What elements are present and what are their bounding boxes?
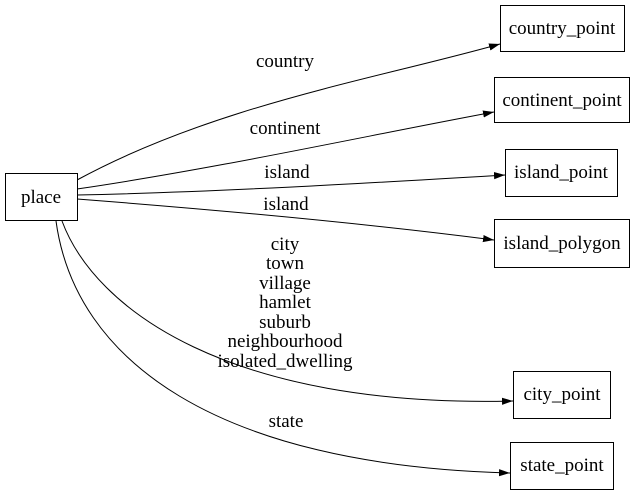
node-continent_point-box	[494, 77, 630, 123]
edge-place-continent_point: continent	[76, 110, 495, 190]
node-state_point-box	[510, 442, 614, 490]
node-state_point-label: state_point	[520, 455, 604, 476]
edge-place-country_point-line	[76, 43, 501, 181]
node-island_point-label: island_point	[514, 162, 609, 183]
edge-label-continent: continent	[250, 118, 321, 139]
edge-label-village: village	[259, 273, 311, 294]
edge-place-city_point: city town village hamlet suburb neighbou…	[61, 220, 514, 405]
node-country_point: country_point	[500, 5, 625, 52]
edge-place-continent_point-line	[76, 110, 495, 190]
edge-place-island_polygon-line	[76, 198, 495, 243]
node-island_polygon: island_polygon	[494, 219, 630, 268]
edge-place-state_point-line	[55, 220, 511, 477]
edge-label-city: city	[271, 234, 300, 255]
edge-label-island-point: island	[264, 162, 310, 183]
edge-label-island-polygon: island	[263, 194, 309, 215]
node-city_point-label: city_point	[523, 384, 601, 405]
edge-place-city_point-line	[61, 220, 514, 405]
node-continent_point: continent_point	[494, 77, 630, 123]
edge-place-island_point: island	[76, 162, 506, 196]
node-place-label: place	[21, 187, 61, 208]
edge-label-state: state	[269, 411, 304, 432]
node-city_point-box	[513, 371, 611, 419]
edge-label-suburb: suburb	[259, 312, 311, 333]
edge-label-neighbourhood: neighbourhood	[227, 331, 343, 352]
node-city_point: city_point	[513, 371, 611, 419]
node-island_polygon-label: island_polygon	[503, 233, 621, 254]
node-island_polygon-box	[494, 219, 630, 268]
edge-place-island_polygon: island	[76, 194, 495, 243]
node-place-box	[5, 173, 78, 221]
edge-label-hamlet: hamlet	[259, 292, 311, 313]
node-place: place	[5, 173, 78, 221]
node-island_point: island_point	[505, 149, 618, 197]
edge-place-island_point-line	[76, 172, 506, 196]
edge-place-country_point: country	[76, 43, 501, 181]
node-country_point-box	[500, 5, 625, 52]
edge-place-state_point: state	[55, 220, 511, 477]
edge-label-town: town	[266, 253, 305, 274]
node-country_point-label: country_point	[509, 18, 616, 39]
edge-label-country: country	[256, 51, 315, 72]
node-state_point: state_point	[510, 442, 614, 490]
edge-label-isolated-dwelling: isolated_dwelling	[217, 351, 353, 372]
node-continent_point-label: continent_point	[502, 90, 622, 111]
node-island_point-box	[505, 149, 618, 197]
